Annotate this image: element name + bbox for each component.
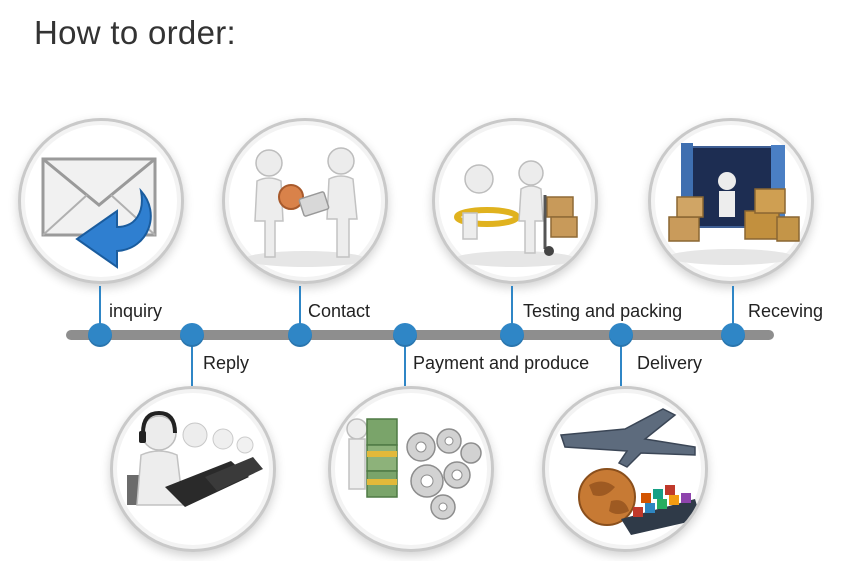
timeline-bar	[66, 330, 774, 340]
container-boxes-icon	[668, 143, 800, 265]
reply-circle	[110, 386, 276, 552]
timeline-dot-contact	[288, 323, 312, 347]
timeline-dot-testing	[500, 323, 524, 347]
connector-reply	[191, 340, 193, 386]
connector-delivery	[620, 340, 622, 386]
step-label-payment: Payment and produce	[413, 353, 590, 373]
connector-payment	[404, 340, 406, 386]
step-label-delivery: Delivery	[637, 353, 703, 373]
timeline-dot-delivery	[609, 323, 633, 347]
timeline-dot-receiving	[721, 323, 745, 347]
money-gears-icon	[346, 418, 482, 520]
step-label-inquiry: inquiry	[109, 301, 163, 321]
page-title: How to order:	[34, 14, 236, 51]
envelope-reply-icon	[41, 157, 157, 269]
inquiry-circle	[18, 118, 184, 284]
timeline-dot-payment	[393, 323, 417, 347]
connector-testing	[511, 286, 513, 328]
timeline-dot-reply	[180, 323, 204, 347]
connector-contact	[299, 286, 301, 328]
contact-circle	[222, 118, 388, 284]
receiving-circle	[648, 118, 814, 284]
step-label-testing: Testing and packing	[523, 301, 683, 321]
step-label-reply: Reply	[203, 353, 250, 373]
plane-globe-ship-icon	[559, 408, 701, 535]
handshake-icon	[245, 147, 365, 267]
timeline-dot-inquiry	[88, 323, 112, 347]
delivery-circle	[542, 386, 708, 552]
connector-receiving	[732, 286, 734, 328]
payment-circle	[328, 386, 494, 552]
inspection-boxes-icon	[454, 160, 578, 267]
step-label-receiving: Receving	[748, 301, 824, 321]
step-label-contact: Contact	[308, 301, 371, 321]
call-center-icon	[127, 410, 263, 507]
connector-inquiry	[99, 286, 101, 328]
testing-circle	[432, 118, 598, 284]
